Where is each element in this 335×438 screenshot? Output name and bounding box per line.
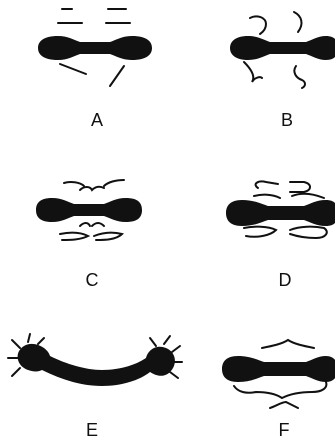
panel-label: A [91,110,103,130]
panel-label: B [281,110,293,130]
panel-label: D [279,270,292,290]
panel-label: E [86,420,98,438]
panel-label: F [279,420,290,438]
panel-label: C [86,270,99,290]
